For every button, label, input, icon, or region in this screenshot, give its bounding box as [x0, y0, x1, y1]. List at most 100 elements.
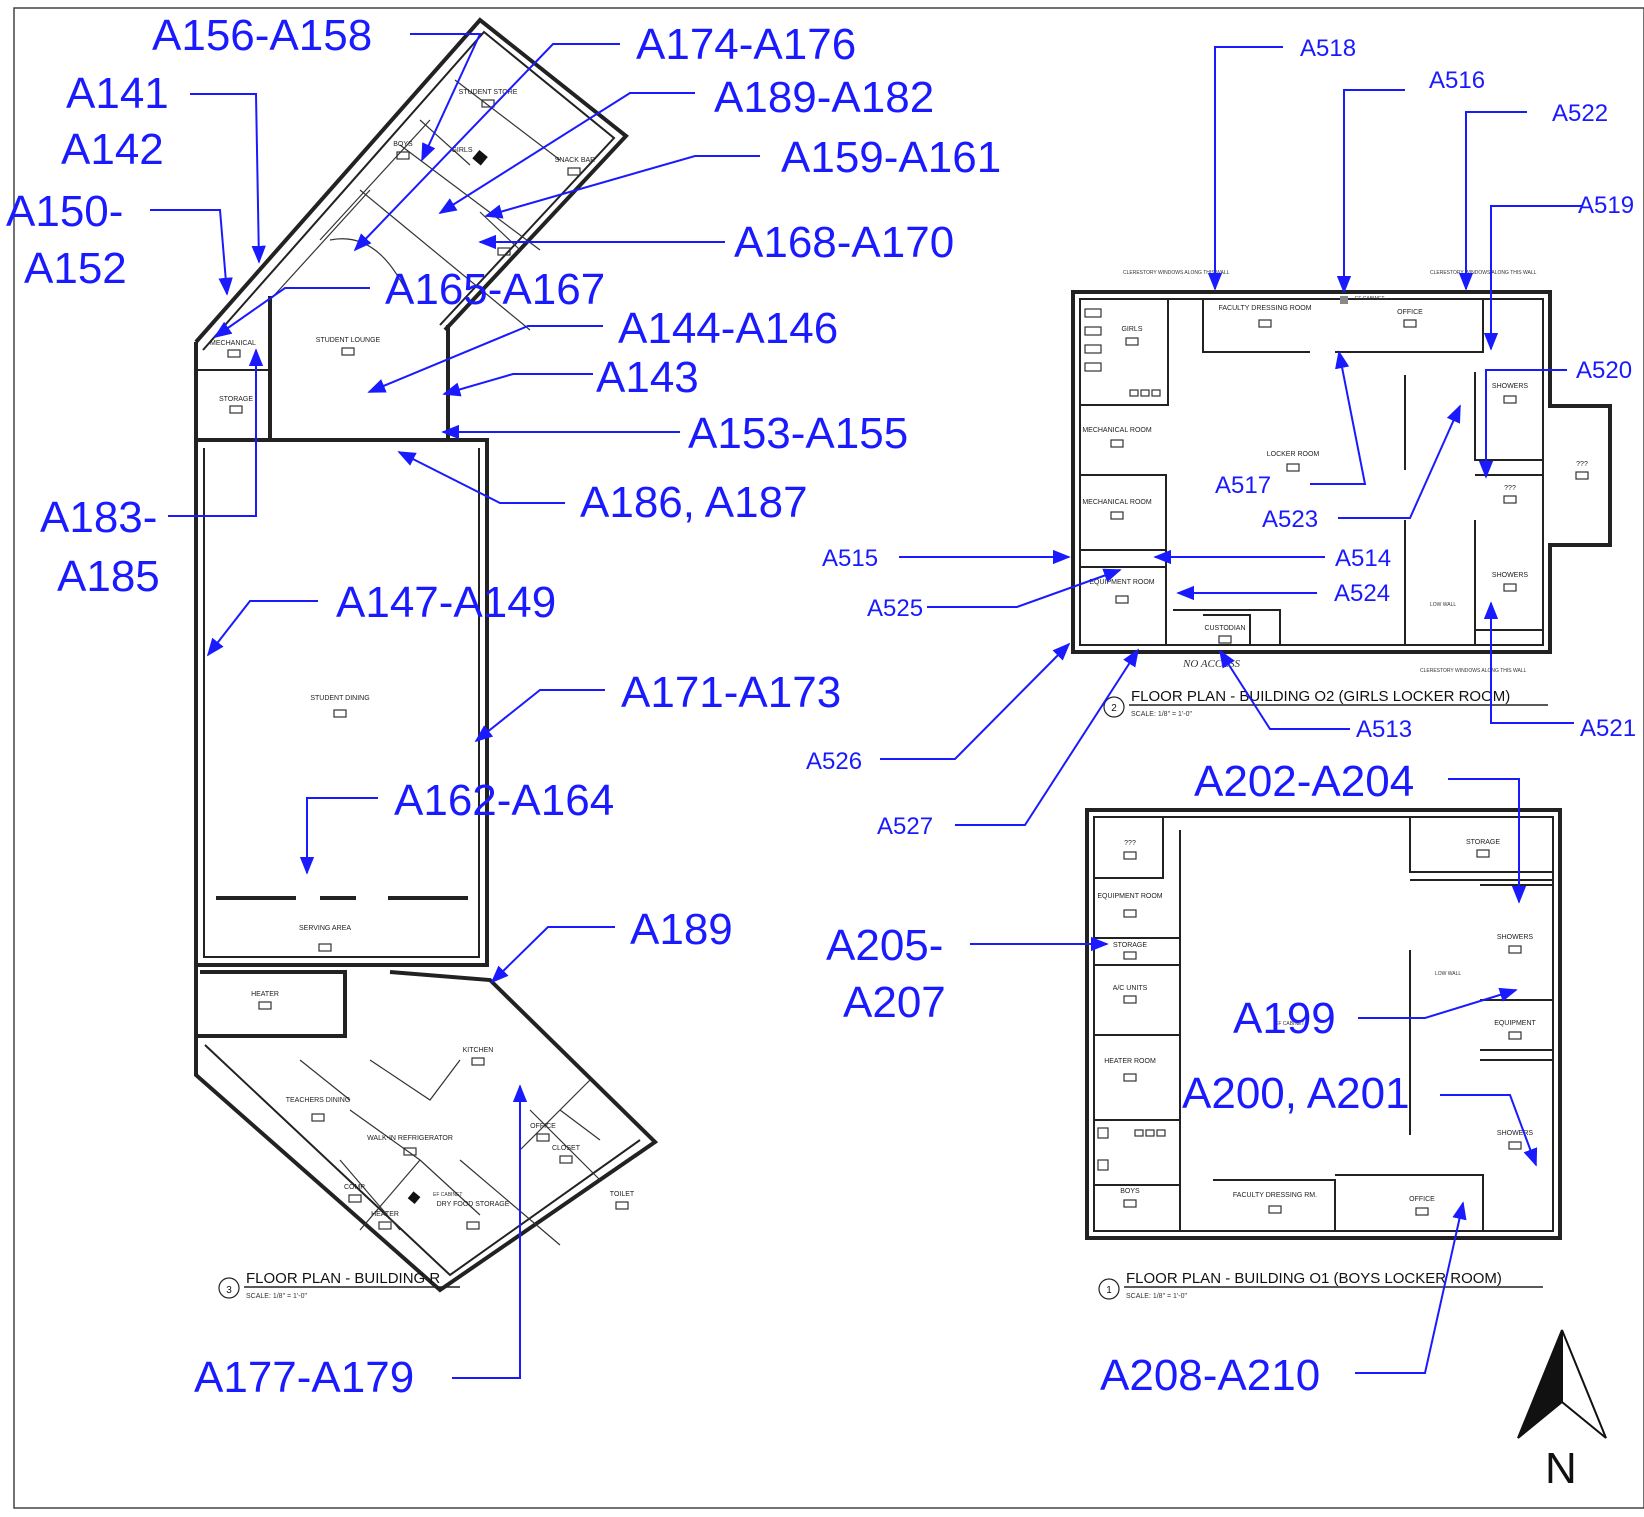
label-a202: A202-A204: [1194, 757, 1414, 806]
room-walk-in: WALK-IN REFRIGERATOR: [367, 1135, 453, 1142]
plan-number-r: 3: [226, 1285, 232, 1296]
north-arrow-icon: N: [1517, 1329, 1607, 1493]
label-a147: A147-A149: [336, 578, 556, 627]
room-o1-heater-room: HEATER ROOM: [1104, 1058, 1156, 1065]
room-student-dining: STUDENT DINING: [310, 695, 369, 702]
room-o1-storage: STORAGE: [1113, 942, 1147, 949]
room-girls: GIRLS: [451, 147, 472, 154]
o2-clerestory-2: CLERESTORY WINDOWS ALONG THIS WALL: [1430, 270, 1537, 276]
room-dry-food: DRY FOOD STORAGE: [437, 1201, 510, 1208]
room-o1-faculty: FACULTY DRESSING RM.: [1233, 1192, 1317, 1199]
room-teachers-dining: TEACHERS DINING: [286, 1097, 351, 1104]
room-toilet: TOILET: [610, 1191, 635, 1198]
o1-ef-cabinet: EF CABINET: [1275, 1021, 1304, 1027]
north-label: N: [1545, 1444, 1577, 1493]
label-a515: A515: [822, 545, 878, 572]
room-mechanical: MECHANICAL: [210, 340, 256, 347]
label-a517: A517: [1215, 472, 1271, 499]
label-a205: A205-: [826, 921, 943, 970]
sheet-border: [13, 7, 1644, 1509]
room-o1-showers-1: SHOWERS: [1497, 934, 1534, 941]
room-o2-faculty: FACULTY DRESSING ROOM: [1218, 305, 1311, 312]
plan-scale-o1: SCALE: 1/8" = 1'-0": [1126, 1293, 1187, 1300]
room-o2-q2: ???: [1576, 461, 1588, 468]
label-a518: A518: [1300, 35, 1356, 62]
room-o1-equipment-2: EQUIPMENT: [1494, 1020, 1536, 1027]
label-a189: A189: [630, 905, 733, 954]
label-a189-182: A189-A182: [714, 73, 934, 122]
room-student-lounge: STUDENT LOUNGE: [316, 337, 381, 344]
room-o2-girls: GIRLS: [1121, 326, 1142, 333]
room-snack-bar: SNACK BAR: [555, 157, 595, 164]
label-a520: A520: [1576, 357, 1632, 384]
room-o1-office: OFFICE: [1409, 1196, 1435, 1203]
label-a183: A183-: [40, 493, 157, 542]
label-a171: A171-A173: [621, 668, 841, 717]
room-o1-storage-2: STORAGE: [1466, 839, 1500, 846]
label-a156: A156-A158: [152, 11, 372, 60]
plan-title-o1: FLOOR PLAN - BUILDING O1 (BOYS LOCKER RO…: [1126, 1270, 1502, 1287]
label-a153: A153-A155: [688, 409, 908, 458]
plan-number-o2: 2: [1111, 703, 1117, 714]
label-a174: A174-A176: [636, 20, 856, 69]
room-storage: STORAGE: [219, 396, 253, 403]
callout-labels: A156-A158 A174-A176 A141 A189-A182 A142 …: [6, 11, 1636, 1402]
label-a177: A177-A179: [194, 1353, 414, 1402]
room-o2-office: OFFICE: [1397, 309, 1423, 316]
o2-clerestory-1: CLERESTORY WINDOWS ALONG THIS WALL: [1123, 270, 1230, 276]
label-a527: A527: [877, 813, 933, 840]
room-o1-equipment: EQUIPMENT ROOM: [1097, 893, 1162, 900]
label-a186: A186, A187: [580, 478, 808, 527]
label-a519: A519: [1578, 192, 1634, 219]
room-heater: HEATER: [251, 991, 279, 998]
label-a524: A524: [1334, 580, 1390, 607]
room-o2-mechanical-1: MECHANICAL ROOM: [1082, 427, 1152, 434]
label-a525: A525: [867, 595, 923, 622]
room-o1-boys: BOYS: [1120, 1188, 1140, 1195]
room-comp: COMP.: [344, 1184, 366, 1191]
room-student-store: STUDENT STORE: [459, 89, 518, 96]
label-a143: A143: [596, 353, 699, 402]
label-a165: A165-A167: [385, 265, 605, 314]
label-a513: A513: [1356, 716, 1412, 743]
room-o1-low-wall: LOW WALL: [1435, 971, 1461, 977]
room-o1-showers-2: SHOWERS: [1497, 1130, 1534, 1137]
label-a199: A199: [1233, 994, 1336, 1043]
leader-lines: [150, 33, 1582, 1379]
building-o2-plan: FACULTY DRESSING ROOM OFFICE GIRLS MECHA…: [1071, 270, 1612, 718]
building-o1-plan: ??? EQUIPMENT ROOM STORAGE A/C UNITS HEA…: [1085, 808, 1562, 1300]
room-kitchen: KITCHEN: [463, 1047, 494, 1054]
room-heater-2: HEATER: [371, 1211, 399, 1218]
room-office: OFFICE: [530, 1123, 556, 1130]
plan-title-o2: FLOOR PLAN - BUILDING O2 (GIRLS LOCKER R…: [1131, 688, 1510, 705]
label-a142: A142: [61, 125, 164, 174]
label-a152: A152: [24, 244, 127, 293]
room-o2-equipment: EQUIPMENT ROOM: [1089, 579, 1154, 586]
o2-clerestory-3: CLERESTORY WINDOWS ALONG THIS WALL: [1420, 668, 1527, 674]
room-o2-q1: ???: [1504, 485, 1516, 492]
label-a162: A162-A164: [394, 776, 614, 825]
plan-title-r: FLOOR PLAN - BUILDING R: [246, 1270, 440, 1287]
label-a200: A200, A201: [1182, 1069, 1410, 1118]
label-a523: A523: [1262, 506, 1318, 533]
label-a522: A522: [1552, 100, 1608, 127]
label-a159: A159-A161: [781, 133, 1001, 182]
room-closet: CLOSET: [552, 1145, 581, 1152]
room-o1-ac-units: A/C UNITS: [1113, 985, 1148, 992]
building-r-plan: STUDENT STORE BOYS GIRLS SNACK BAR MECHA…: [194, 17, 659, 1300]
label-a514: A514: [1335, 545, 1391, 572]
label-a526: A526: [806, 748, 862, 775]
room-o1-q: ???: [1124, 840, 1136, 847]
label-a521: A521: [1580, 715, 1636, 742]
plan-number-o1: 1: [1106, 1285, 1112, 1296]
room-o2-custodian: CUSTODIAN: [1204, 625, 1245, 632]
o2-ef-cabinet: EF CABINET: [1355, 296, 1384, 302]
label-a207: A207: [843, 978, 946, 1027]
label-a144: A144-A146: [618, 304, 838, 353]
room-o2-locker: LOCKER ROOM: [1267, 451, 1320, 458]
label-a150: A150-: [6, 187, 123, 236]
room-o2-showers-1: SHOWERS: [1492, 383, 1529, 390]
label-a208: A208-A210: [1100, 1351, 1320, 1400]
room-o2-showers-2: SHOWERS: [1492, 572, 1529, 579]
room-serving-area: SERVING AREA: [299, 925, 351, 932]
